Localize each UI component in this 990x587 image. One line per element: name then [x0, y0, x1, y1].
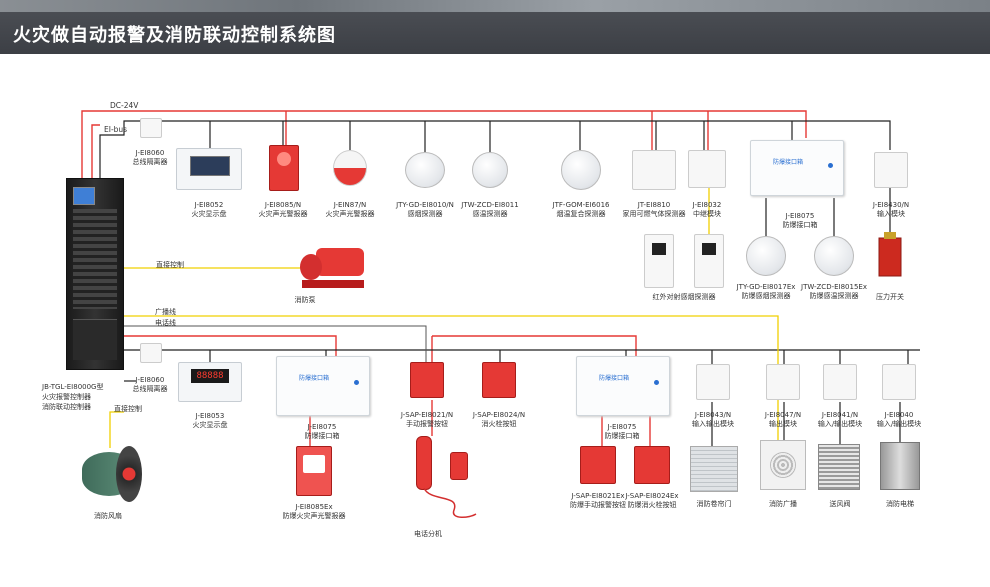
fire-display-panel-top	[176, 148, 242, 190]
controller-label: JB-TGL-EI8000G型 火灾报警控制器 消防联动控制器	[42, 383, 104, 411]
eibus-label: EI-bus	[104, 125, 128, 134]
dc24v-wires	[81, 110, 807, 446]
header-photo-strip	[0, 0, 990, 12]
fire-broadcast-speaker	[760, 440, 806, 490]
pressure-switch-label: 压力开关	[876, 293, 904, 301]
page-title: 火灾做自动报警及消防联动控制系统图	[13, 25, 336, 46]
direct-control-label-1: 直接控制	[156, 261, 184, 269]
smoke-detector-top	[405, 152, 445, 188]
output-module-8047	[766, 364, 800, 400]
broadcast-line-label: 广播线	[155, 308, 176, 316]
infrared-beam-detector-b	[694, 234, 724, 288]
fire-shutter-door	[690, 446, 738, 492]
relay-module	[688, 150, 726, 188]
explosion-proof-smoke-detector	[746, 236, 786, 276]
bus-isolator-top	[140, 118, 162, 138]
fire-display-panel-bottom: 88888	[178, 362, 242, 402]
infrared-beam-detector-a	[644, 234, 674, 288]
title-bar	[0, 12, 990, 54]
eibus-wires	[99, 120, 920, 446]
explosion-proof-manual-alarm-button	[580, 446, 616, 484]
explosion-proof-heat-detector	[814, 236, 854, 276]
phone-wire	[124, 325, 427, 362]
air-supply-valve	[818, 444, 860, 490]
direct-control-label-2: 直接控制	[114, 405, 142, 413]
phone-jack	[450, 452, 468, 480]
explosion-proof-hydrant-button	[634, 446, 670, 484]
pressure-switch-shape	[878, 237, 902, 277]
telephone-handset	[416, 436, 432, 490]
fire-pump	[298, 240, 368, 292]
fire-smoke-exhaust-fan	[82, 446, 144, 502]
explosion-proof-interface-box-top: 防爆接口箱	[750, 140, 844, 196]
dc24v-label: DC-24V	[110, 101, 139, 110]
phone-line-label: 电话线	[155, 319, 176, 327]
bus-isolator-bottom	[140, 343, 162, 363]
controller-screen	[73, 187, 95, 205]
gas-detector	[632, 150, 676, 190]
sound-light-alarm-round	[333, 150, 367, 186]
hydrant-button	[482, 362, 516, 398]
control-wires	[109, 188, 779, 448]
explosion-proof-sound-light-alarm	[296, 446, 332, 496]
explosion-proof-interface-box-bottom-right: 防爆接口箱	[576, 356, 670, 416]
sound-light-alarm-top	[269, 145, 299, 191]
fire-elevator	[880, 442, 920, 490]
telephone-cord	[423, 488, 477, 518]
explosion-proof-interface-box-bottom-left: 防爆接口箱	[276, 356, 370, 416]
smoke-heat-composite-detector	[561, 150, 601, 190]
input-module-top	[874, 152, 908, 188]
io-module-8043	[696, 364, 730, 400]
io-module-8040	[882, 364, 916, 400]
io-module-8041	[823, 364, 857, 400]
heat-detector-top	[472, 152, 508, 188]
manual-alarm-button	[410, 362, 444, 398]
controller-cabinet	[66, 178, 124, 370]
